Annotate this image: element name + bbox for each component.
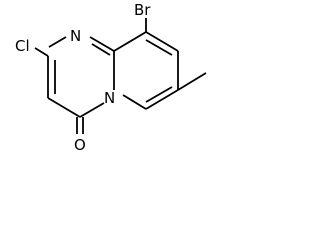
chlorine-label: Cl [15,37,30,55]
bond-c7-methyl [177,72,207,91]
structure-canvas: Br Cl N N O [15,1,207,154]
nitrogen-bridge-label: N [104,89,115,107]
bond-c2-cl [34,47,49,57]
bond-c9a-c9 [113,31,147,52]
bond-c2-n1 [48,36,67,48]
molecule-drawing: Br Cl N N O [15,1,207,154]
bond-c9-c8 [145,31,179,52]
bond-c9-c8-inner [145,39,173,56]
bond-n1-c9a-inner [91,43,111,56]
bond-c6-n5 [122,94,147,110]
bond-c7-c6-inner [145,86,173,103]
bromine-label: Br [134,1,151,19]
bond-c7-c6 [145,89,179,110]
bond-c4-c3 [47,97,81,118]
nitrogen-ring-label: N [70,27,81,45]
bond-n1-c9a [89,36,115,52]
oxygen-label: O [74,136,86,154]
bond-n5-c4 [79,102,105,118]
